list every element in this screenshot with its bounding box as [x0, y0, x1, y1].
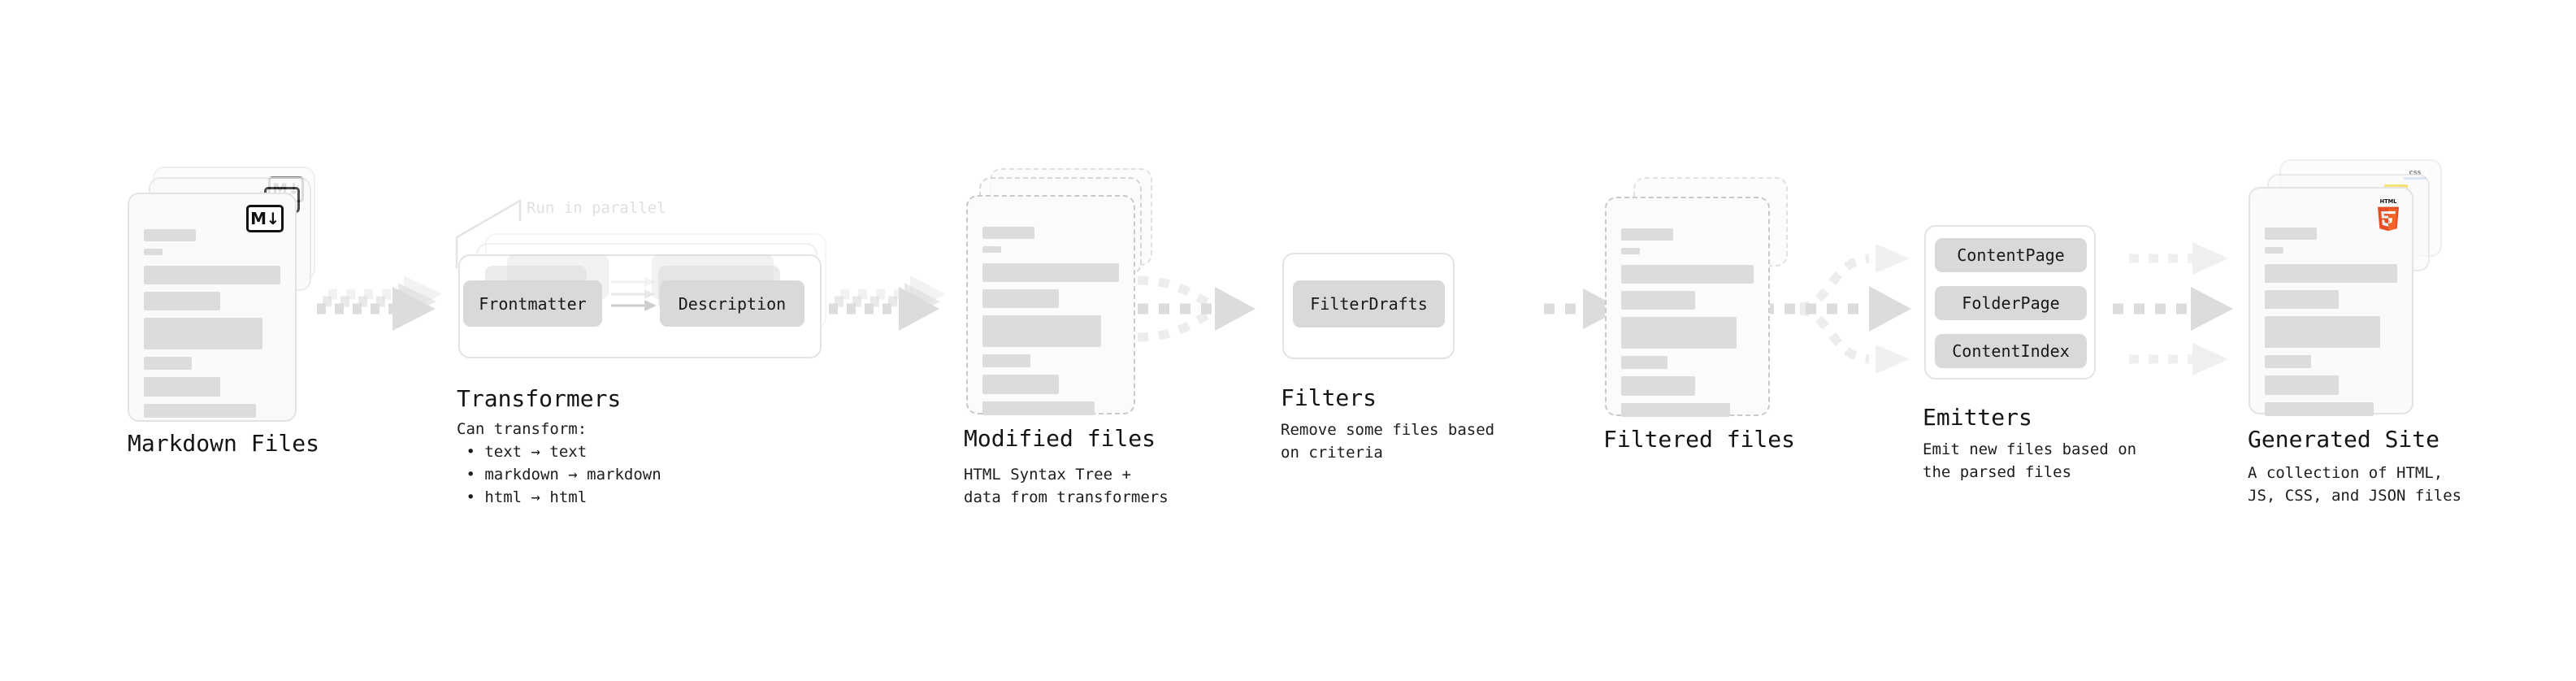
- skeleton-line: [2265, 355, 2312, 368]
- skeleton-line: [982, 246, 1001, 253]
- stage-subtitle-emitters: Emit new files based on the parsed files: [1923, 440, 2137, 482]
- skeleton-line: [982, 401, 1095, 415]
- stage-title-markdown-files: Markdown Files: [128, 430, 320, 457]
- skeleton-line: [144, 357, 192, 370]
- site-card-front[interactable]: HTML: [2249, 187, 2413, 416]
- stage-subtitle-generated-site: A collection of HTML, JS, CSS, and JSON …: [2248, 464, 2462, 505]
- html5-logo-icon: HTML: [2374, 197, 2403, 232]
- skeleton-line: [144, 318, 263, 349]
- skeleton-line: [982, 375, 1060, 394]
- skeleton-line: [982, 263, 1119, 282]
- skeleton-line: [1621, 265, 1754, 284]
- stage-title-filtered-files: Filtered files: [1603, 426, 1796, 453]
- chip-description[interactable]: Description: [660, 280, 804, 327]
- skeleton-line: [1621, 291, 1696, 310]
- stage-subtitle-transformers: Can transform: • text → text • markdown …: [457, 420, 661, 507]
- svg-text:HTML: HTML: [2380, 198, 2398, 205]
- skeleton-line: [1621, 317, 1737, 349]
- modified-card-front[interactable]: [966, 195, 1135, 415]
- chip-frontmatter[interactable]: Frontmatter: [463, 280, 602, 327]
- markdown-skeleton: [144, 229, 280, 425]
- skeleton-line: [2265, 228, 2317, 240]
- skeleton-line: [144, 266, 280, 284]
- arrow-transformers-to-modified: [829, 275, 946, 331]
- skeleton-line: [1621, 356, 1668, 369]
- chip-contentindex[interactable]: ContentIndex: [1935, 334, 2087, 368]
- markdown-card-front[interactable]: M↓: [128, 193, 297, 422]
- skeleton-line: [144, 229, 196, 241]
- skeleton-line: [2265, 290, 2340, 309]
- filtered-skeleton: [1621, 228, 1754, 424]
- skeleton-line: [2265, 264, 2397, 283]
- chip-contentpage[interactable]: ContentPage: [1935, 238, 2087, 272]
- arrow-markdown-to-transformers: [317, 275, 442, 331]
- chip-filterdrafts[interactable]: FilterDrafts: [1293, 280, 1445, 327]
- stage-title-emitters: Emitters: [1923, 404, 2032, 431]
- modified-skeleton: [982, 227, 1119, 423]
- skeleton-line: [982, 315, 1102, 347]
- skeleton-line: [144, 404, 256, 418]
- skeleton-line: [982, 289, 1060, 308]
- skeleton-line: [144, 249, 163, 255]
- arrow-modified-to-filters: [1137, 275, 1255, 342]
- skeleton-line: [2265, 316, 2380, 348]
- stage-title-filters: Filters: [1281, 384, 1377, 411]
- skeleton-line: [1621, 376, 1696, 396]
- arrow-filtered-to-emitters: [1763, 244, 1911, 374]
- run-in-parallel-label: Run in parallel: [527, 199, 666, 217]
- chip-folderpage[interactable]: FolderPage: [1935, 286, 2087, 320]
- skeleton-line: [144, 377, 221, 397]
- skeleton-line: [2265, 247, 2283, 254]
- skeleton-line: [982, 354, 1030, 367]
- skeleton-line: [2265, 375, 2340, 395]
- site-skeleton: [2265, 228, 2397, 423]
- stage-title-modified-files: Modified files: [964, 425, 1156, 452]
- skeleton-line: [982, 227, 1034, 239]
- css-logo-text: CSS: [2409, 170, 2422, 176]
- markdown-logo-icon: M↓: [246, 205, 284, 232]
- skeleton-line: [1621, 403, 1730, 417]
- stage-title-generated-site: Generated Site: [2248, 426, 2440, 453]
- stage-subtitle-modified-files: HTML Syntax Tree + data from transformer…: [964, 466, 1169, 507]
- stage-title-transformers: Transformers: [457, 385, 622, 412]
- stage-subtitle-filters: Remove some files based on criteria: [1281, 421, 1495, 462]
- skeleton-line: [2265, 402, 2374, 416]
- skeleton-line: [1621, 228, 1673, 241]
- skeleton-line: [144, 292, 221, 310]
- arrow-emitters-to-site: [2113, 242, 2233, 375]
- skeleton-line: [1621, 248, 1640, 254]
- filtered-card-front[interactable]: [1605, 197, 1770, 417]
